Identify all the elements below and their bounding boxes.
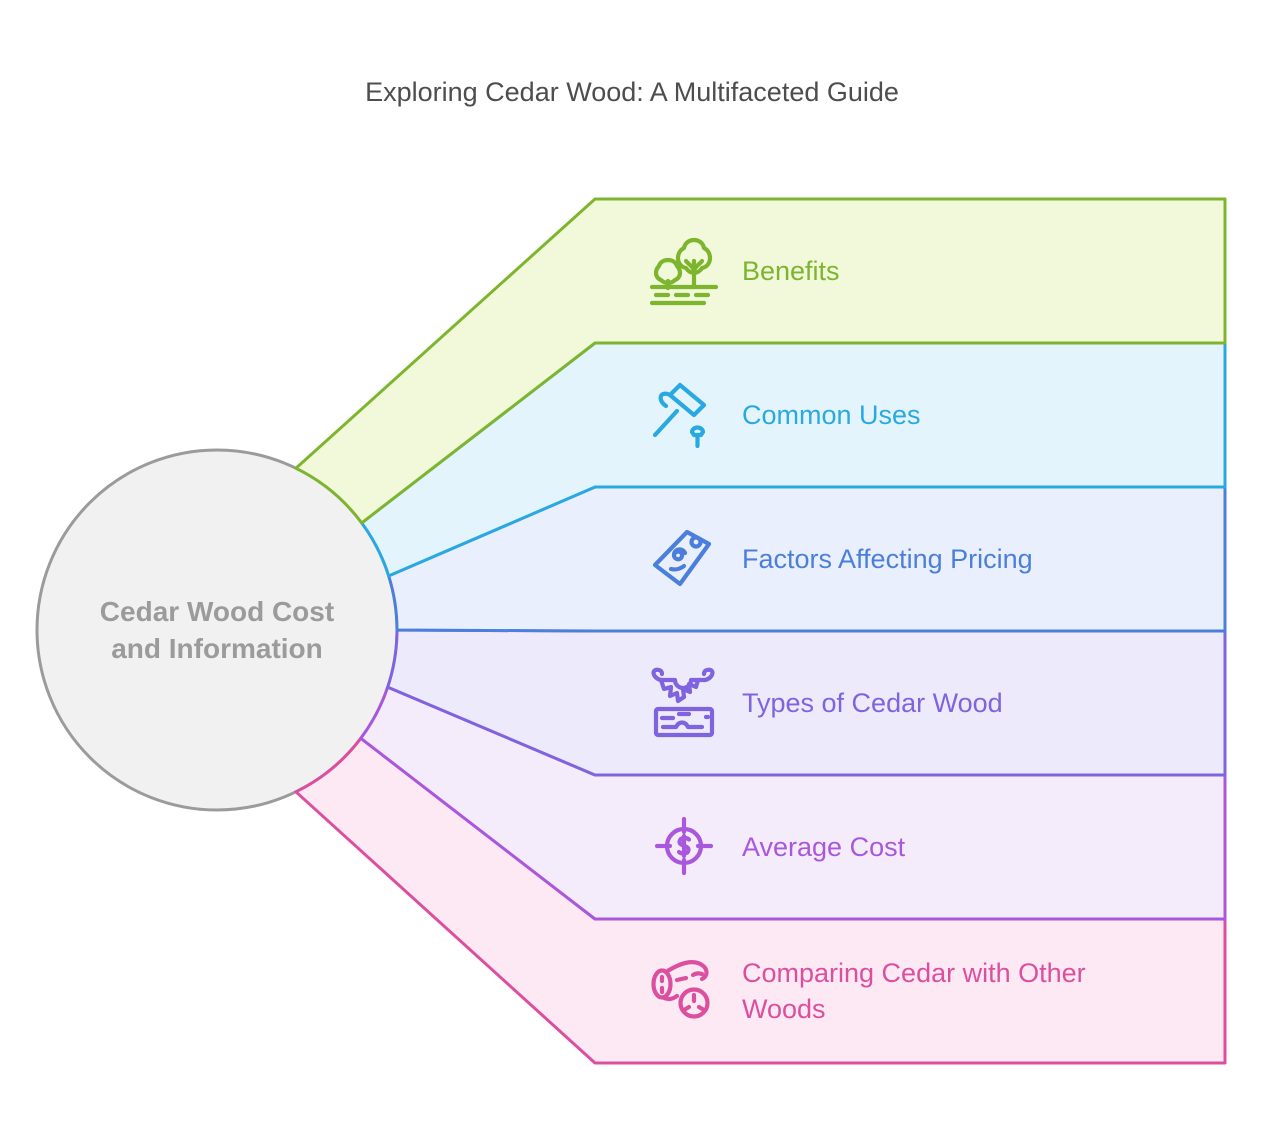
hammer-icon	[646, 375, 722, 451]
branch-label-benefits: Benefits	[742, 256, 840, 286]
saw-blade-plank-icon	[646, 663, 722, 739]
branch-label-average-cost: Average Cost	[742, 832, 906, 862]
center-label: Cedar Wood Cost and Information	[99, 596, 335, 664]
page-title: Exploring Cedar Wood: A Multifaceted Gui…	[365, 77, 899, 107]
branch-shape-comparing	[294, 736, 1227, 1065]
branch-shape-benefits	[294, 197, 1227, 525]
branch-label-comparing: Comparing Cedar with Other Woods	[742, 958, 1086, 1024]
branch-label-common-uses: Common Uses	[742, 400, 921, 430]
price-tag-icon	[646, 519, 722, 595]
branch-shape-average-cost	[359, 685, 1227, 921]
trees-icon	[646, 231, 722, 307]
branch-label-types: Types of Cedar Wood	[742, 688, 1003, 718]
branch-shape-common-uses	[360, 341, 1227, 578]
branch-shape-types	[386, 628, 1227, 777]
branch-label-factors: Factors Affecting Pricing	[742, 544, 1033, 574]
dollar-target-icon	[646, 807, 722, 883]
log-icon	[646, 951, 722, 1027]
